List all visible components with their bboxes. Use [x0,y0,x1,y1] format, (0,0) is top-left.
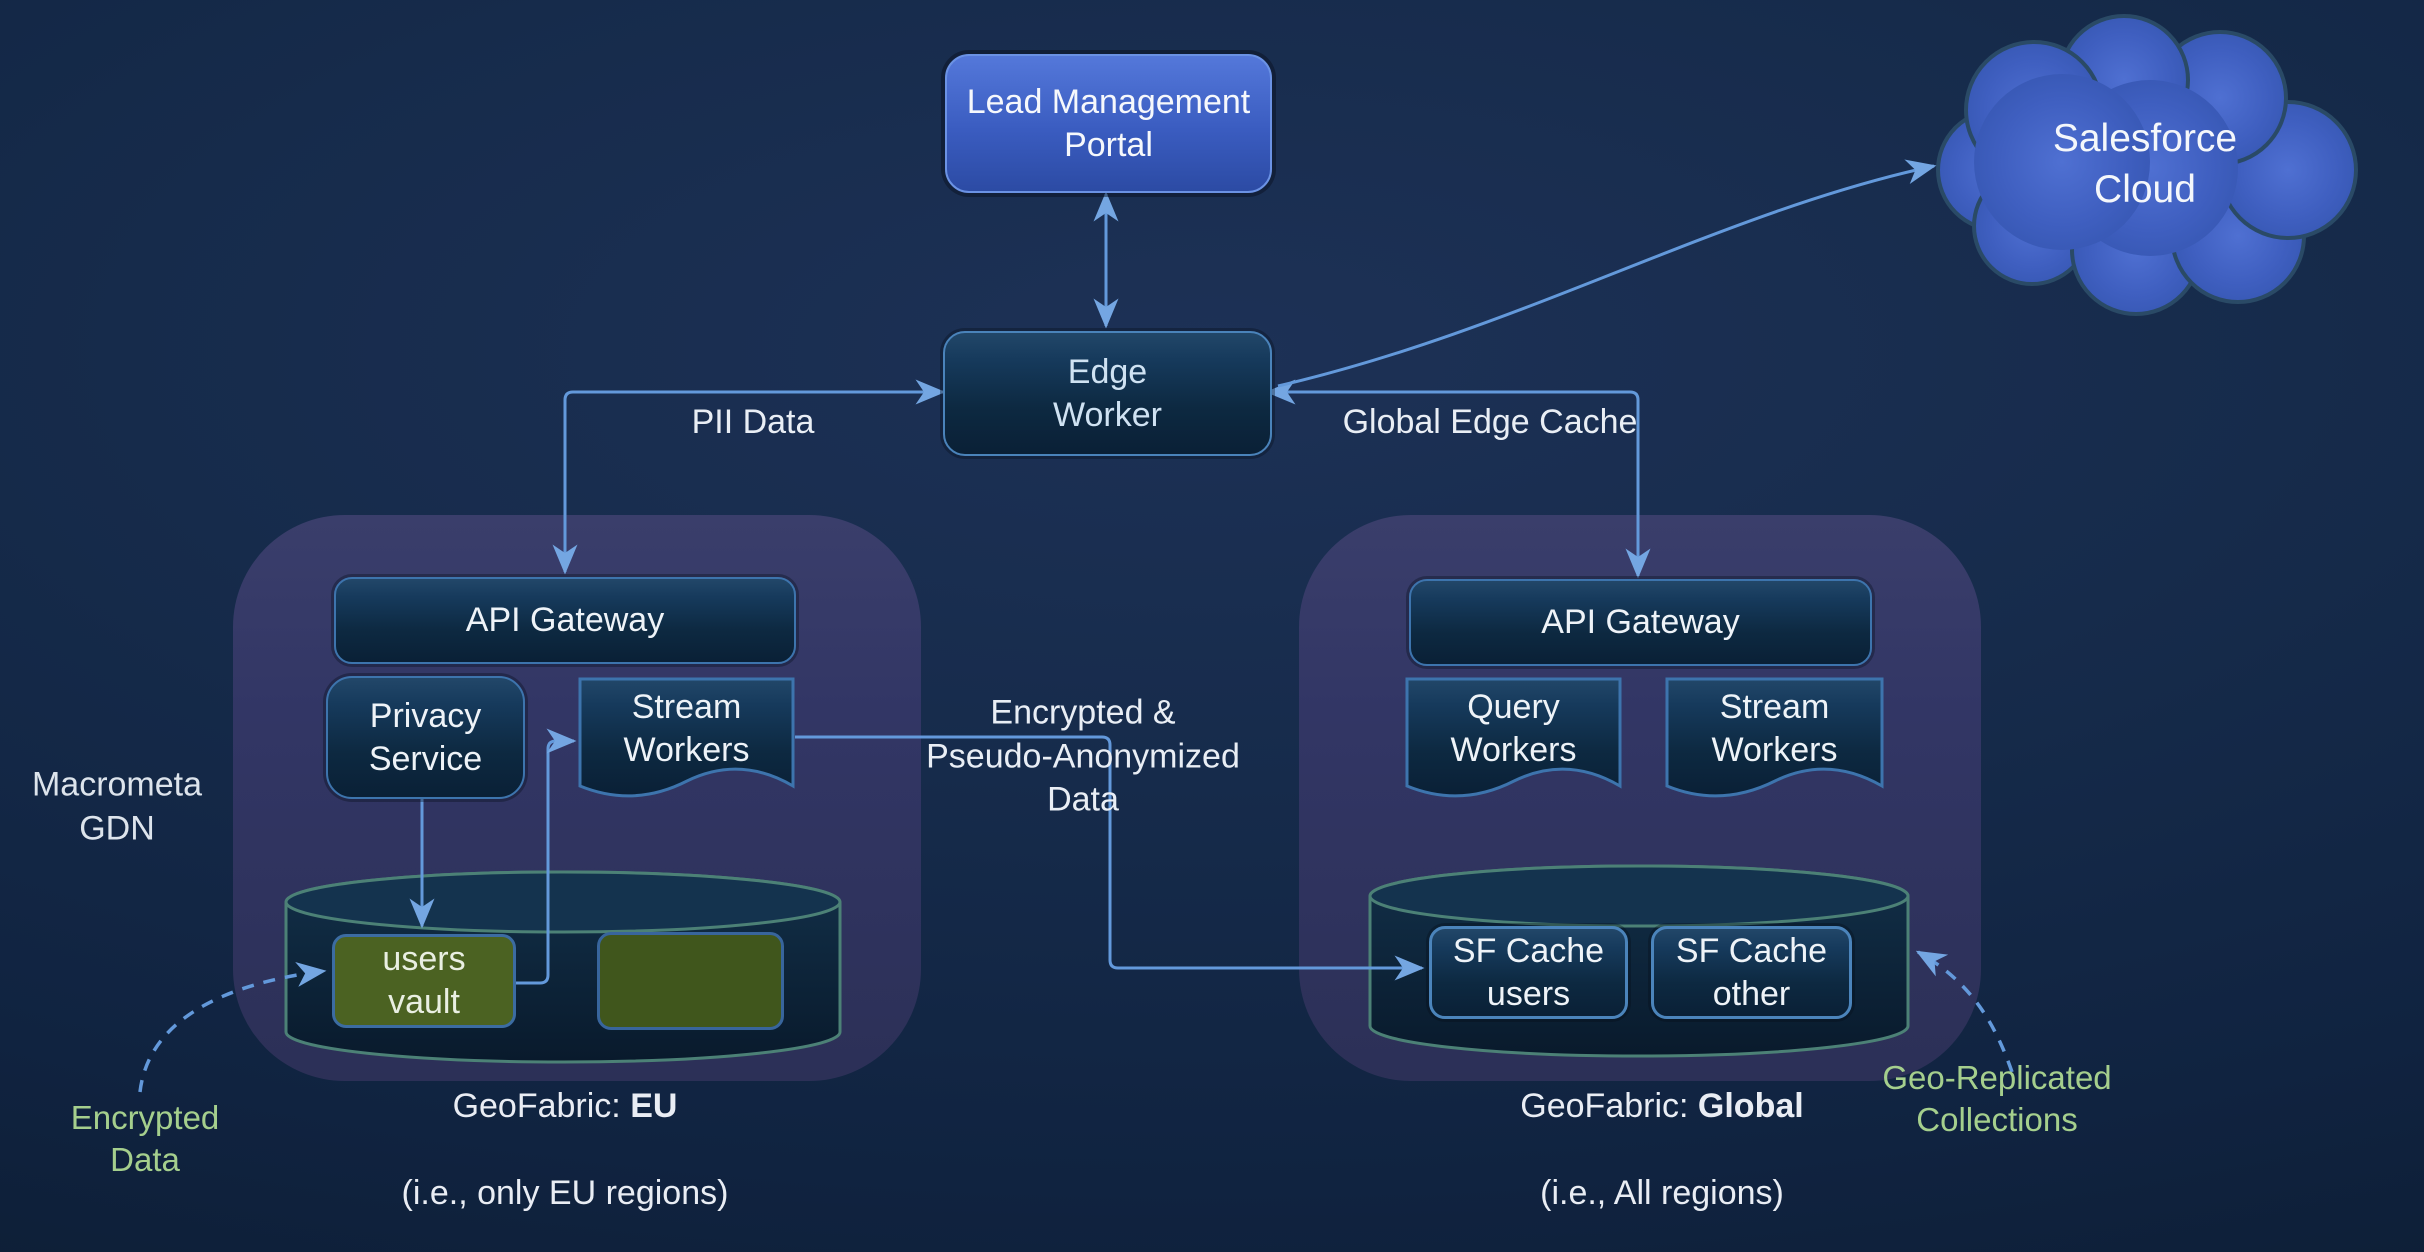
global-api-gateway-label: API Gateway [1541,603,1740,642]
salesforce-cloud-label: Salesforce Cloud [2052,117,2238,211]
lead-management-portal-label: Lead Management Portal [966,82,1251,164]
edge-worker-node: Edge Worker [943,331,1272,456]
geo-replicated-collections-annotation: Geo-Replicated Collections [1882,1058,2112,1138]
global-stream-workers-label: Stream Workers [1711,688,1838,769]
eu-users-vault-node: users vault [332,934,516,1028]
global-query-workers-label: Query Workers [1450,688,1577,769]
eu-api-gateway-node: API Gateway [334,577,796,664]
global-sf-cache-other-label: SF Cache other [1675,931,1828,1013]
pii-data-label: PII Data [691,403,815,442]
eu-unnamed-collection-node [597,932,784,1030]
geofabric-global-caption-line2: (i.e., All regions) [1540,1173,1784,1212]
salesforce-cloud-shape [1936,14,2358,316]
geofabric-eu-caption-line1: GeoFabric: EU [452,1086,678,1125]
lead-management-portal-node: Lead Management Portal [945,54,1272,193]
global-stream-workers-shape [1665,677,1884,798]
connector-usersvault-streamworkers [510,728,577,985]
eu-stream-workers-shape [578,677,795,798]
global-api-gateway-node: API Gateway [1409,579,1872,666]
geofabric-global-caption: GeoFabric: Global (i.e., All regions) [1520,1041,1803,1252]
connector-edgeworker-global-gateway [1265,379,1651,579]
encrypted-pseudo-anonymized-label: Encrypted & Pseudo-Anonymized Data [926,693,1240,819]
geofabric-eu-caption: GeoFabric: EU (i.e., only EU regions) [402,1041,729,1252]
connector-edgeworker-salesforce [1277,159,1937,388]
eu-stream-workers-label: Stream Workers [623,688,750,769]
global-sf-cache-other-node: SF Cache other [1651,926,1852,1019]
eu-privacy-service-node: Privacy Service [326,676,525,799]
encrypted-data-annotation: Encrypted Data [70,1098,220,1178]
connector-edgeworker-eu-gateway [552,379,946,575]
global-edge-cache-label: Global Edge Cache [1342,403,1638,442]
macrometa-gdn-label: Macrometa GDN [31,765,203,847]
connector-streamworkers-sfcache [795,735,1425,981]
connector-geo-replicated-annotation [1915,950,2014,1073]
connector-encrypted-data-annotation [138,962,327,1093]
eu-users-vault-label: users vault [382,940,466,1021]
eu-privacy-service-label: Privacy Service [368,696,483,778]
geofabric-eu-caption-line2: (i.e., only EU regions) [401,1173,729,1212]
global-sf-cache-users-label: SF Cache users [1452,931,1605,1013]
eu-api-gateway-label: API Gateway [465,601,665,640]
edge-worker-label: Edge Worker [1053,352,1162,434]
geofabric-global-caption-line1: GeoFabric: Global [1520,1086,1804,1125]
global-sf-cache-users-node: SF Cache users [1429,926,1628,1019]
global-query-workers-shape [1405,677,1622,798]
